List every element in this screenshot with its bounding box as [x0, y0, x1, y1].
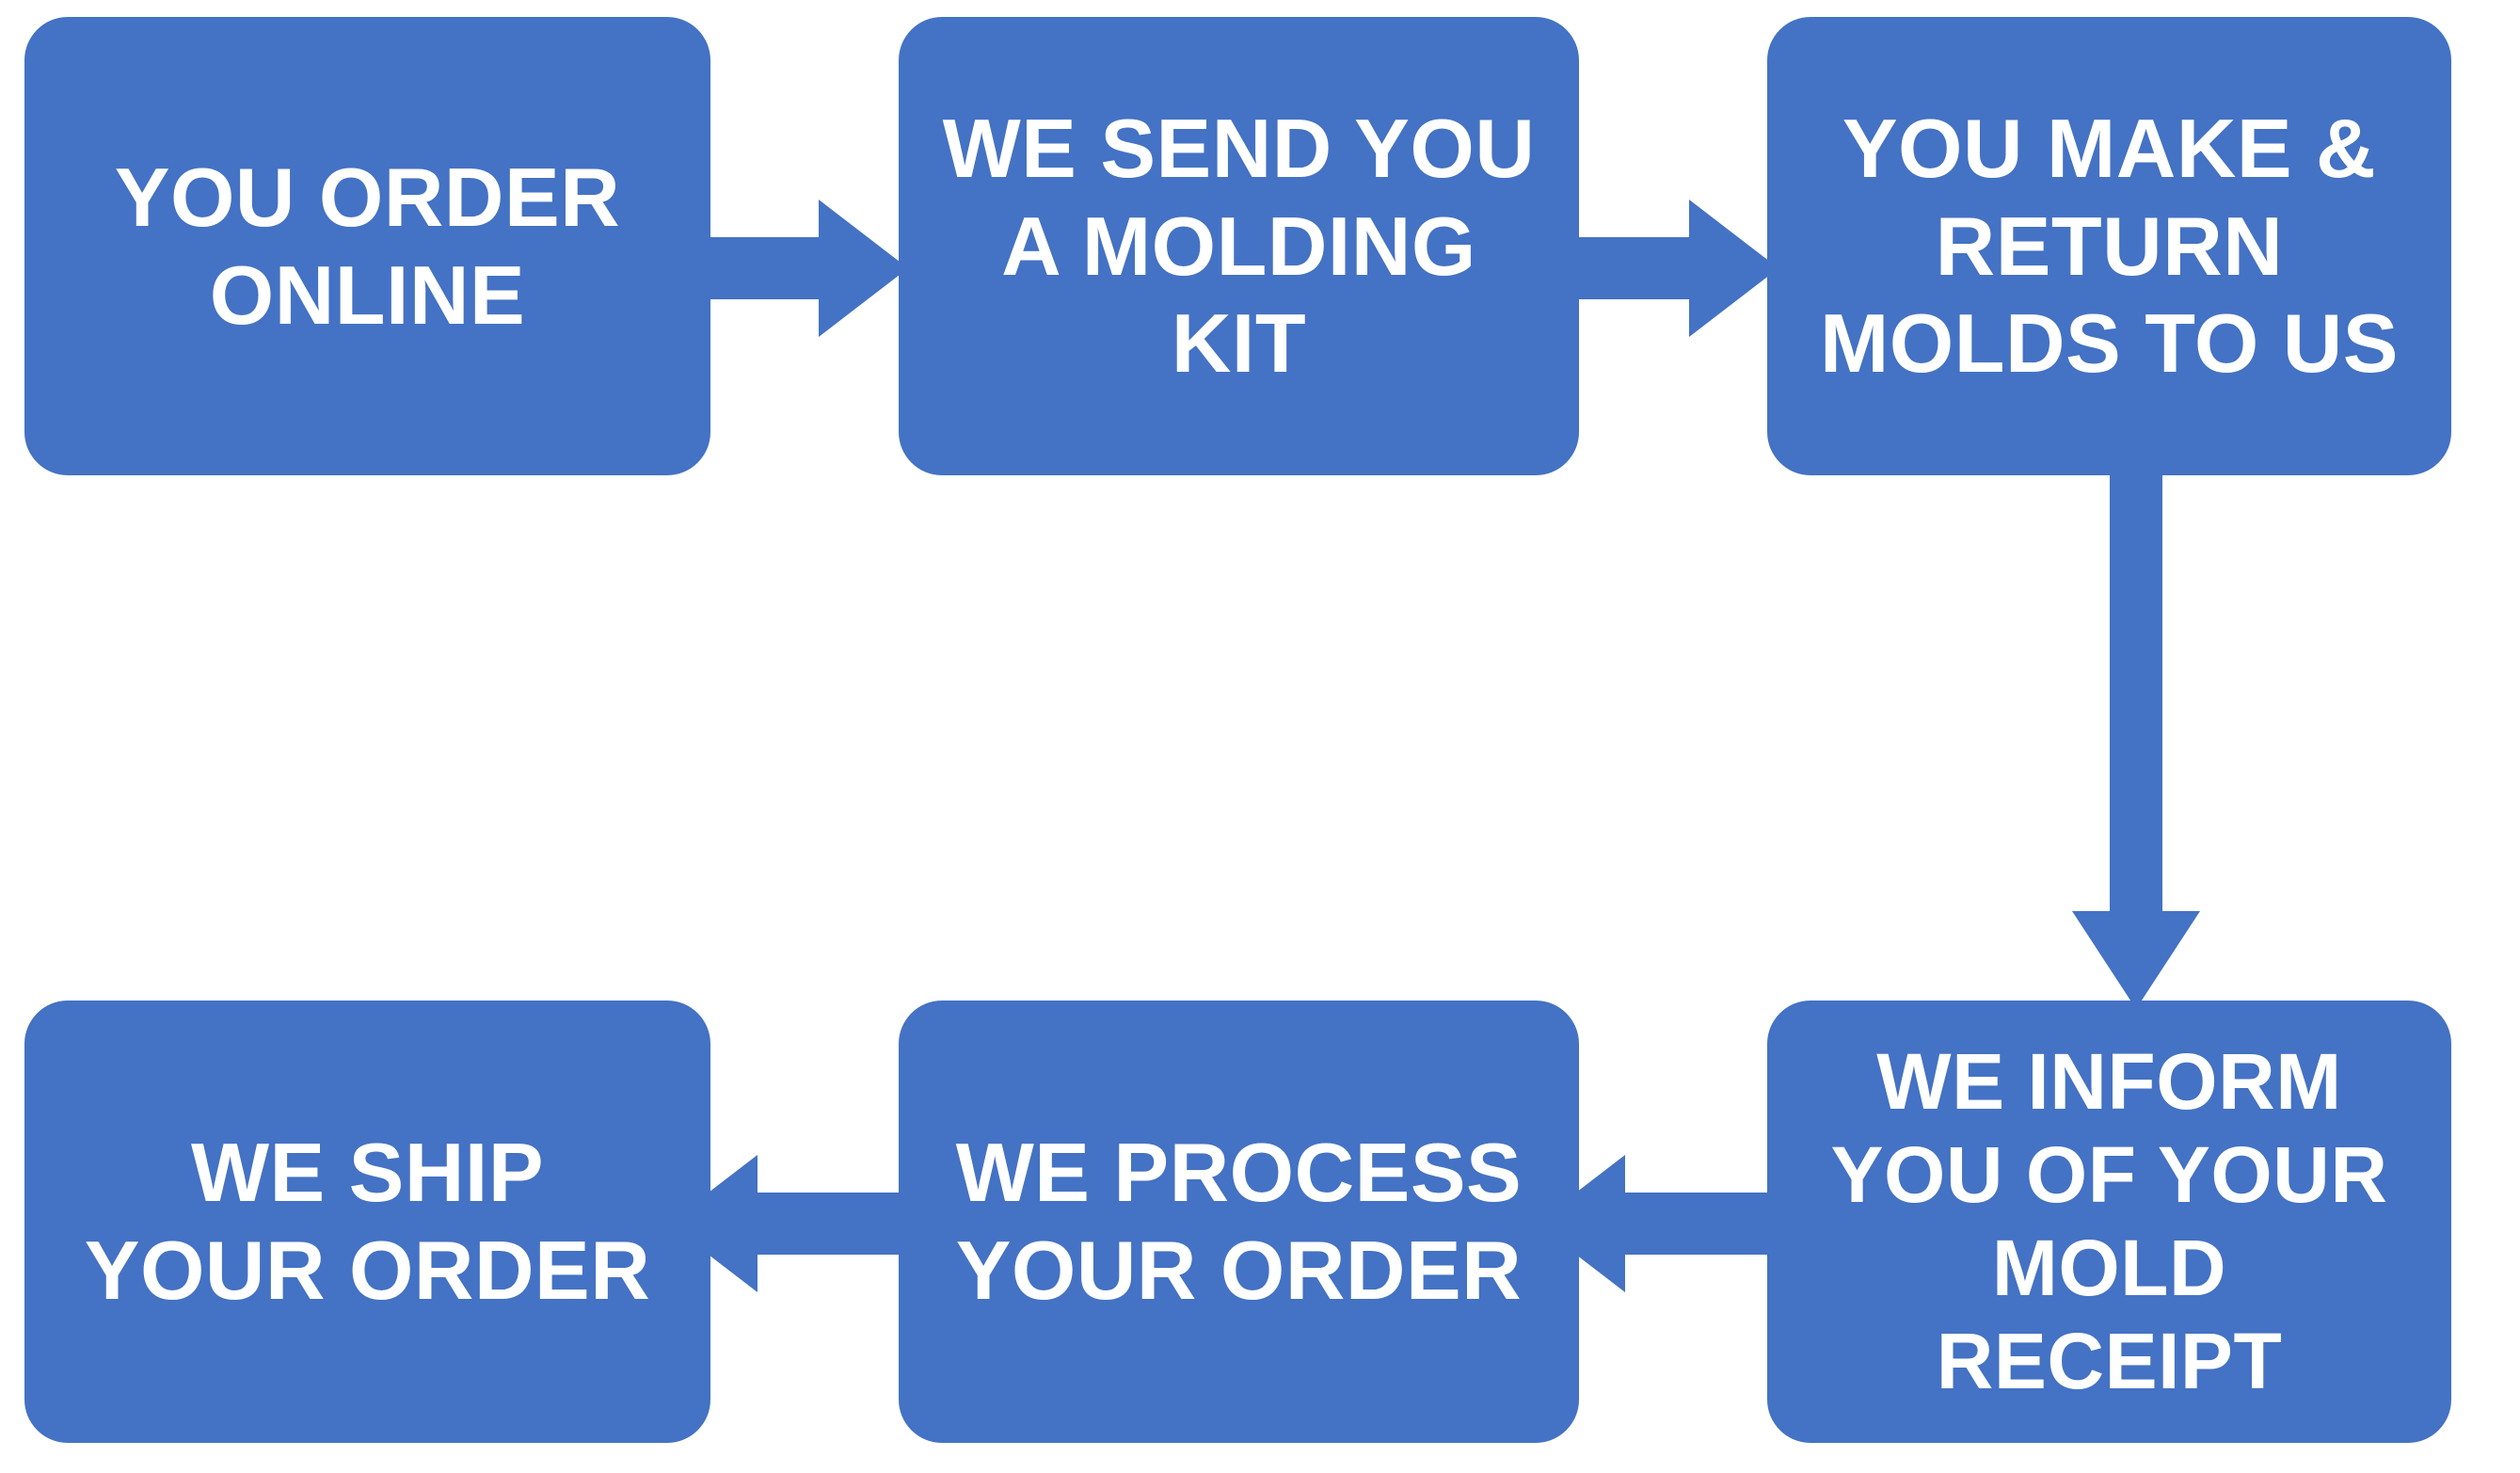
arrow-right-icon-order-to-kit [659, 188, 913, 348]
arrow-right-icon-kit-to-make [1529, 188, 1783, 348]
flow-node-you-make-and-return-molds-to-us[interactable]: YOU MAKE & RETURN MOLDS TO US [1767, 17, 2451, 475]
flow-node-we-ship-your-order[interactable]: WE SHIP YOUR ORDER [24, 1001, 710, 1443]
arrow-down-icon-make-to-inform [2061, 433, 2211, 1017]
arrow-left-icon-process-to-ship [659, 1144, 917, 1304]
flow-node-we-inform-you-of-your-mold-receipt[interactable]: WE INFORM YOU OF YOUR MOLD RECEIPT [1767, 1001, 2451, 1443]
flow-node-we-process-your-order[interactable]: WE PROCESS YOUR ORDER [899, 1001, 1579, 1443]
flow-node-we-send-you-a-molding-kit[interactable]: WE SEND YOU A MOLDING KIT [899, 17, 1579, 475]
flow-node-you-order-online[interactable]: YOU ORDER ONLINE [24, 17, 710, 475]
arrow-left-icon-inform-to-process [1526, 1144, 1785, 1304]
